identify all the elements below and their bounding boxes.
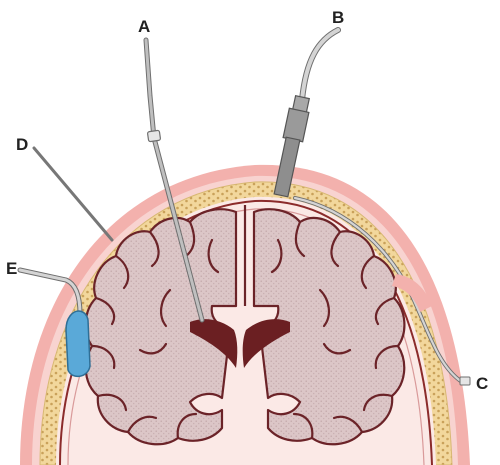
label-d: D — [16, 135, 28, 154]
label-b: B — [332, 8, 344, 27]
sulci — [90, 220, 400, 440]
label-a: A — [138, 17, 150, 36]
label-c: C — [476, 374, 488, 393]
label-e: E — [6, 259, 17, 278]
intraparenchymal-bolt — [273, 27, 341, 198]
epidural-sensor — [17, 267, 91, 378]
ventricular-catheter — [143, 37, 205, 323]
left-lateral-ventricle — [190, 319, 238, 368]
scalp-exit-bump — [392, 274, 432, 312]
right-lateral-ventricle — [242, 319, 290, 368]
pointer-d — [32, 146, 114, 242]
